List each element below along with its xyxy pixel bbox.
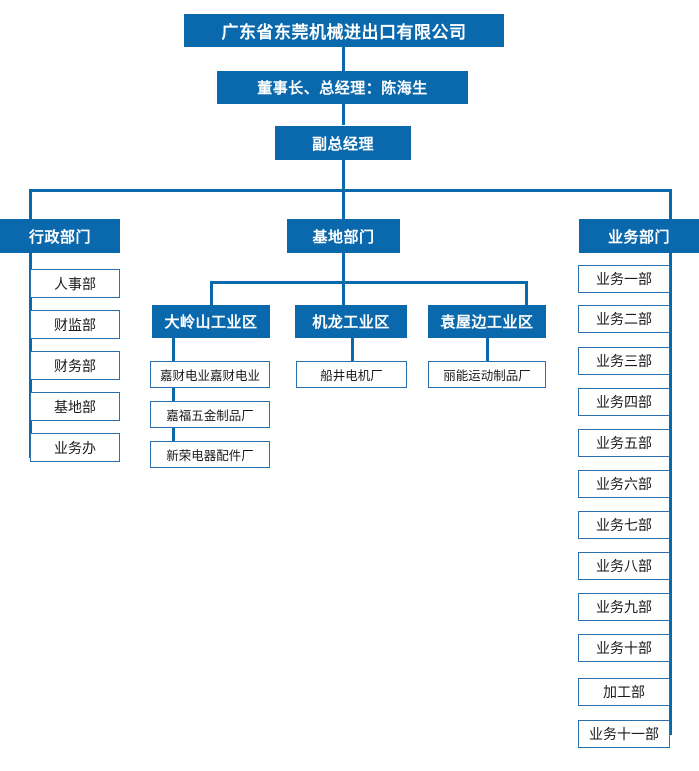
node-business-unit-1[interactable]: 业务二部 [578, 305, 670, 333]
node-business-unit-3[interactable]: 业务四部 [578, 388, 670, 416]
node-factory-daling-0[interactable]: 嘉财电业嘉财电业 [150, 361, 270, 388]
node-division-business[interactable]: 业务部门 [579, 219, 699, 253]
node-factory-daling-2[interactable]: 新荣电器配件厂 [150, 441, 270, 468]
node-business-unit-4[interactable]: 业务五部 [578, 429, 670, 457]
connector-zone1-spine [172, 337, 175, 455]
node-factory-jilong-0[interactable]: 船井电机厂 [296, 361, 407, 388]
node-admin-unit-3[interactable]: 基地部 [30, 392, 120, 421]
node-business-unit-8[interactable]: 业务九部 [578, 593, 670, 621]
connector-zone3-drop [486, 337, 489, 361]
connector-base-bus-to-zone1 [210, 281, 213, 313]
node-admin-unit-4[interactable]: 业务办 [30, 433, 120, 462]
node-deputy-gm[interactable]: 副总经理 [275, 126, 411, 160]
node-business-unit-10[interactable]: 加工部 [578, 678, 670, 706]
connector-company-to-chairman [342, 46, 345, 71]
node-zone-yuanwubian[interactable]: 袁屋边工业区 [428, 305, 546, 338]
node-business-unit-9[interactable]: 业务十部 [578, 634, 670, 662]
node-factory-daling-1[interactable]: 嘉福五金制品厂 [150, 401, 270, 428]
connector-zone2-drop [351, 337, 354, 361]
node-company[interactable]: 广东省东莞机械进出口有限公司 [184, 14, 504, 47]
node-factory-yuanwubian-0[interactable]: 丽能运动制品厂 [428, 361, 546, 388]
node-chairman[interactable]: 董事长、总经理：陈海生 [217, 71, 468, 104]
connector-bus-to-base [342, 189, 345, 219]
node-division-admin[interactable]: 行政部门 [0, 219, 120, 253]
node-business-unit-2[interactable]: 业务三部 [578, 347, 670, 375]
node-business-unit-11[interactable]: 业务十一部 [578, 720, 670, 748]
connector-base-bus [210, 281, 528, 284]
node-admin-unit-2[interactable]: 财务部 [30, 351, 120, 380]
connector-chairman-to-deputy [342, 103, 345, 125]
connector-base-bus-to-zone3 [525, 281, 528, 313]
connector-main-bus [29, 189, 672, 192]
node-business-unit-0[interactable]: 业务一部 [578, 265, 670, 293]
node-business-unit-6[interactable]: 业务七部 [578, 511, 670, 539]
connector-business-spine [669, 253, 672, 734]
node-admin-unit-0[interactable]: 人事部 [30, 269, 120, 298]
connector-bus-to-business [669, 189, 672, 219]
node-business-unit-5[interactable]: 业务六部 [578, 470, 670, 498]
node-zone-jilong[interactable]: 机龙工业区 [295, 305, 407, 338]
node-zone-daling-shan[interactable]: 大岭山工业区 [152, 305, 270, 338]
connector-bus-to-admin [29, 189, 32, 219]
node-admin-unit-1[interactable]: 财监部 [30, 310, 120, 339]
node-business-unit-7[interactable]: 业务八部 [578, 552, 670, 580]
connector-deputy-to-bus [342, 159, 345, 191]
node-division-base[interactable]: 基地部门 [287, 219, 400, 253]
